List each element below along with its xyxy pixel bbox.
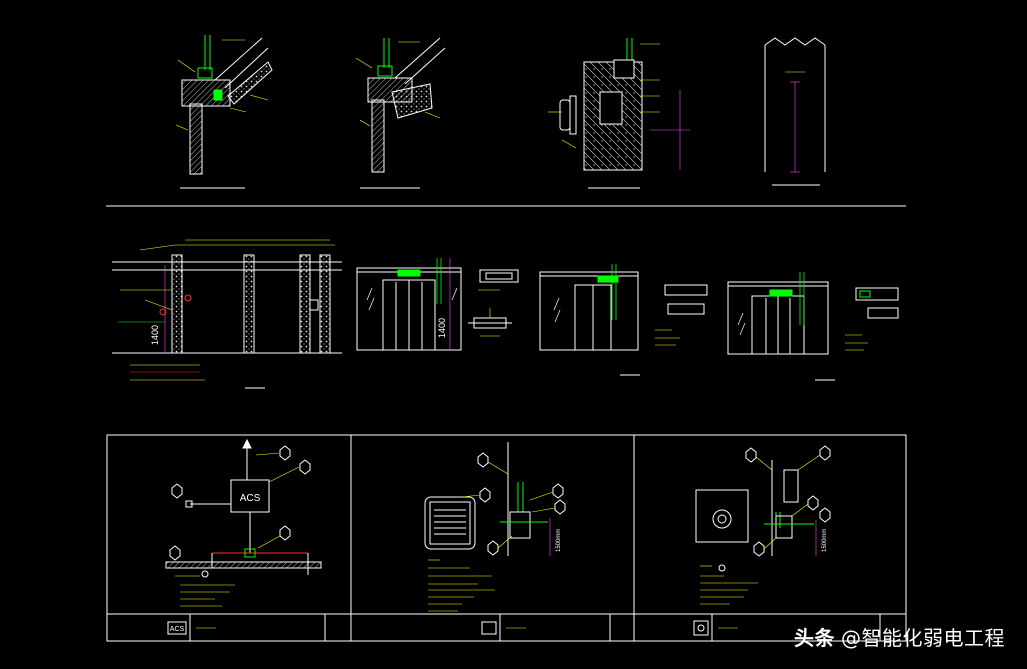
elevation-wall: 1400: [112, 239, 342, 389]
panel-exit-button: 1500mm: [693, 445, 831, 636]
elevation-dim-text: 1400: [150, 325, 160, 345]
detail-1: [175, 35, 273, 189]
watermark-handle: @智能化弱电工程: [841, 626, 1005, 650]
bottom-frame: [106, 434, 907, 642]
double-door-dim-text: 1400: [437, 318, 447, 338]
watermark-brand: 头条: [794, 626, 835, 650]
acs-device-label: ACS: [240, 493, 261, 504]
double-door-2: [727, 272, 899, 381]
panel3-dim-text: 1500mm: [822, 529, 828, 552]
double-door-1: 1400: [356, 258, 519, 351]
single-door: [539, 264, 708, 376]
watermark: 头条@智能化弱电工程: [794, 622, 1005, 651]
detail-4: [764, 37, 826, 186]
panel2-dim-text: 1500mm: [556, 529, 562, 552]
detail-3: [548, 38, 690, 189]
detail-2: [355, 37, 446, 189]
acs-title-badge: ACS: [170, 626, 185, 633]
panel-card-reader: 1500mm: [424, 442, 566, 635]
panel-acs: ACS ACS: [165, 438, 322, 635]
